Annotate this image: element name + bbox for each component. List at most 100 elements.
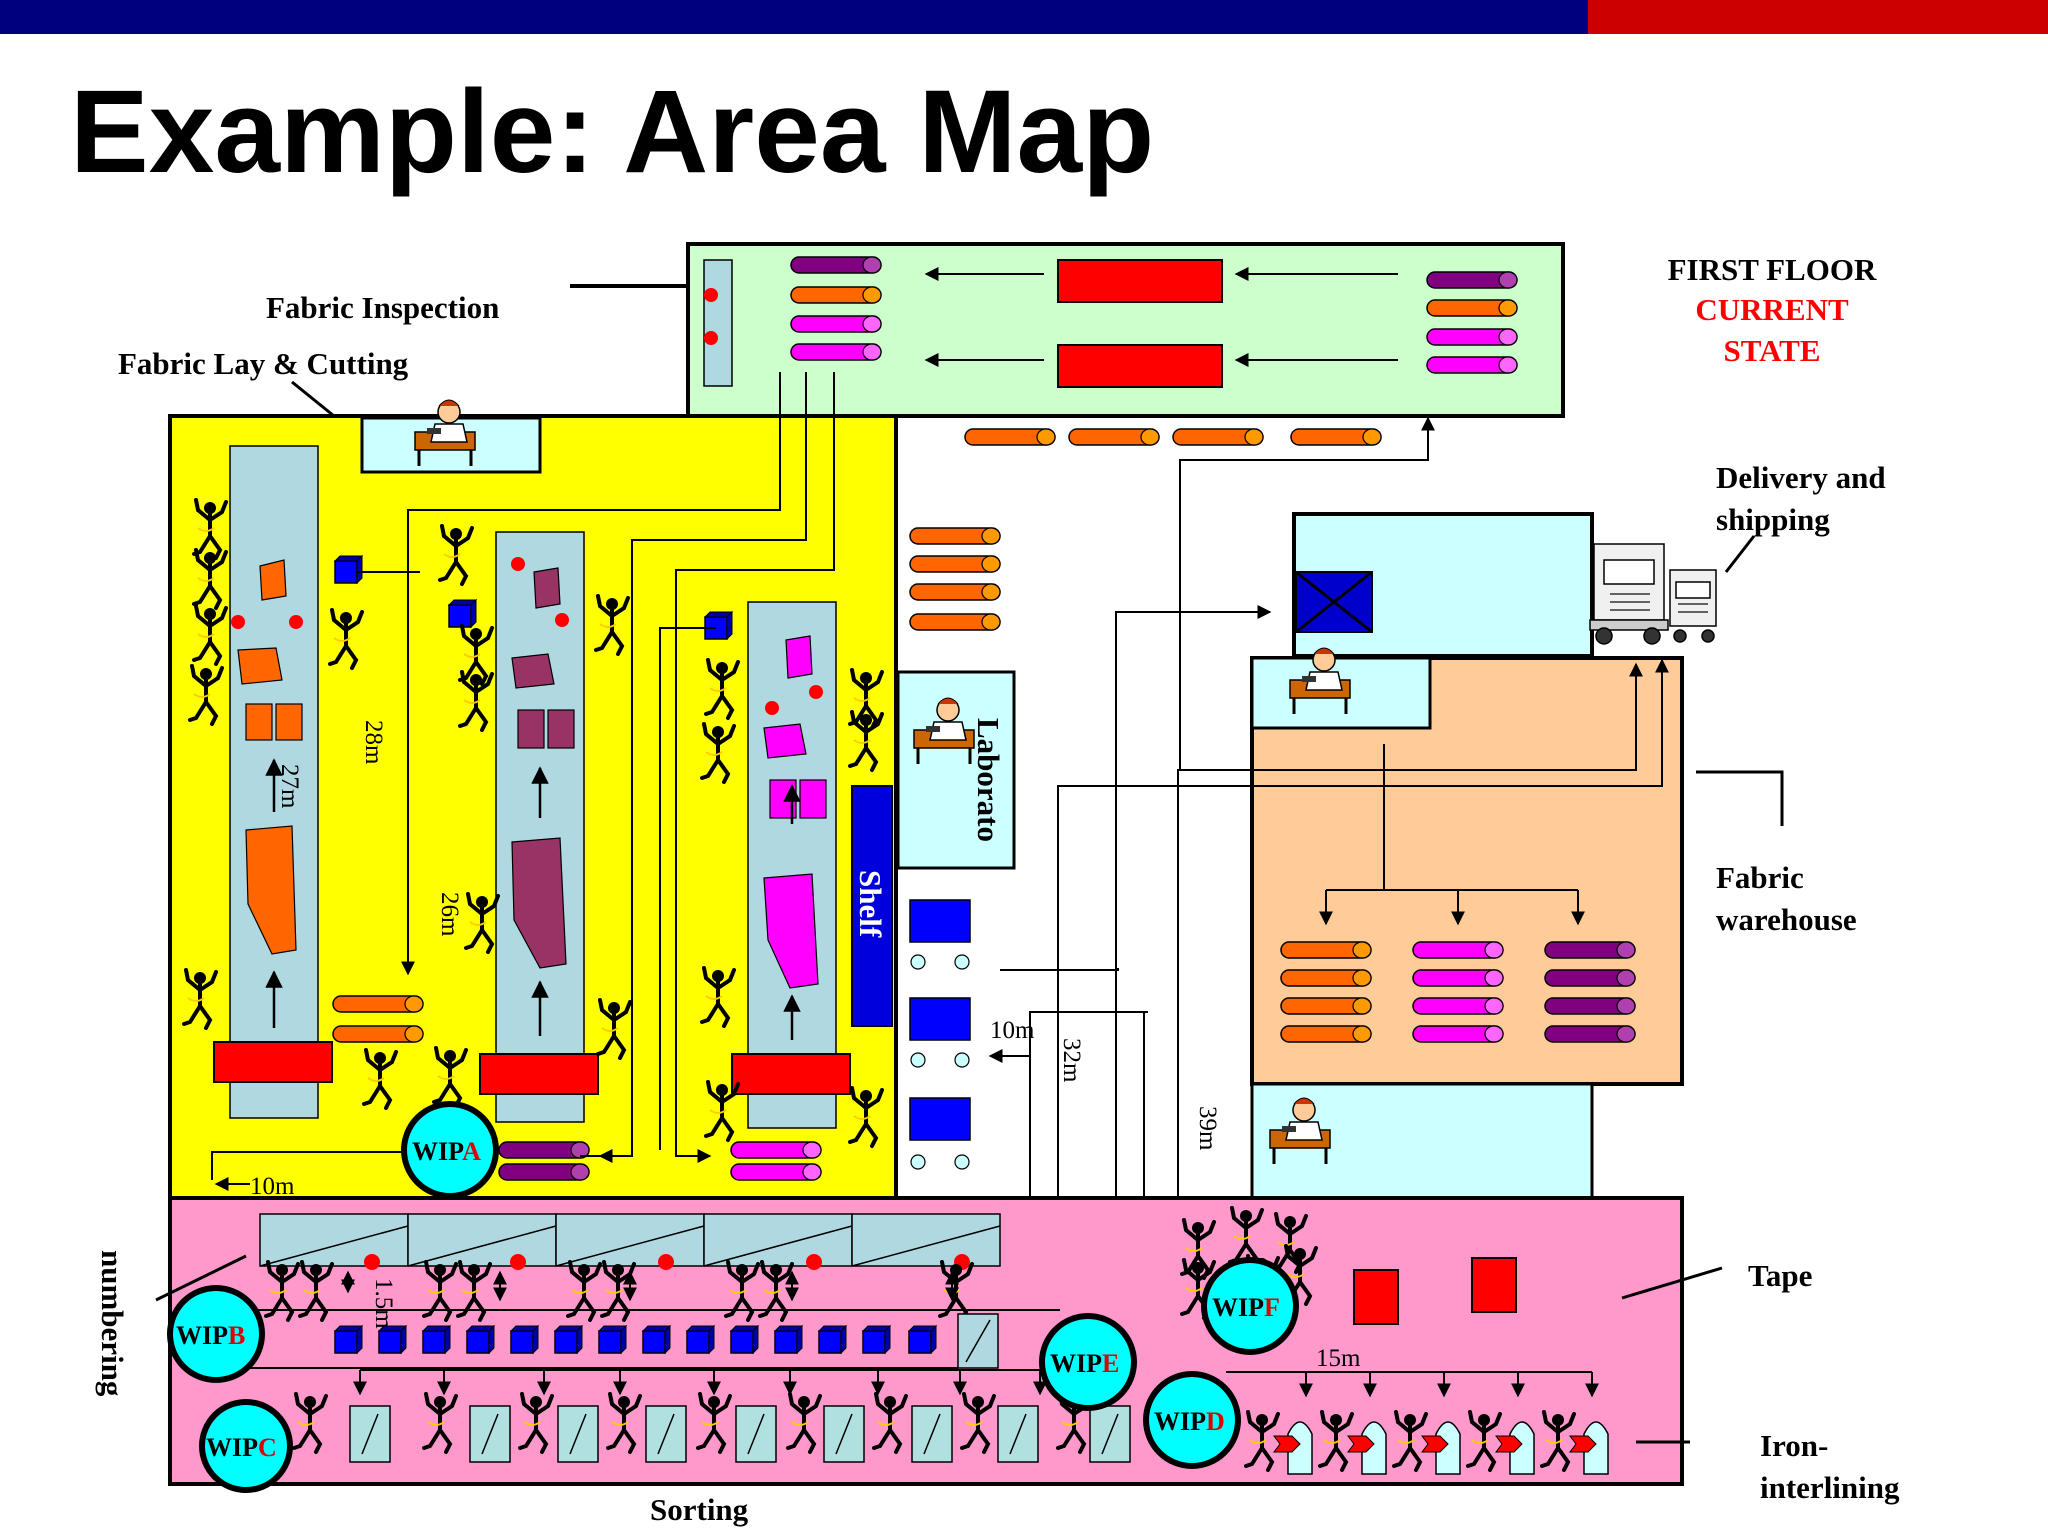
distance-28m: 28m — [360, 720, 387, 765]
wip-a-prefix: WIP — [412, 1137, 464, 1166]
label-fabric-lay-cutting: Fabric Lay & Cutting — [118, 346, 409, 381]
sorting-feed-arrows — [353, 1370, 1047, 1396]
distance-1-5m: 1.5m — [370, 1278, 397, 1329]
wip-f-prefix: WIP — [1212, 1293, 1264, 1322]
marker-dot — [511, 557, 525, 571]
cut-pieces-lane-1 — [237, 559, 303, 955]
sewing-station-mark — [965, 1319, 991, 1363]
svg-text:WIPE: WIPE — [1050, 1349, 1119, 1378]
leader-numbering — [155, 1254, 247, 1302]
leader-delivery — [1724, 535, 1756, 573]
wip-b: WIPB — [167, 1285, 265, 1383]
marker-dot — [765, 701, 779, 715]
bundle — [448, 599, 477, 628]
distance-32m: 32m — [1058, 1038, 1085, 1083]
marker-dot — [704, 288, 718, 302]
wip-d-prefix: WIP — [1154, 1407, 1206, 1436]
roll — [730, 1141, 822, 1159]
distance-15m: 15m — [1316, 1345, 1361, 1372]
inspection-table — [1057, 259, 1223, 303]
label-sorting: Sorting — [650, 1492, 749, 1527]
wip-a-letter: A — [462, 1137, 481, 1166]
wip-d: WIPD — [1143, 1371, 1241, 1469]
inspection-rack — [703, 259, 733, 387]
cutting-table-3 — [747, 601, 837, 1129]
label-fabric-1: Fabric — [1716, 860, 1804, 895]
inspection-table — [1057, 344, 1223, 388]
label-tape: Tape — [1748, 1258, 1812, 1293]
svg-text:WIPB: WIPB — [176, 1321, 245, 1350]
wip-c-letter: C — [258, 1433, 277, 1462]
label-laboratory: Laborato — [971, 718, 1006, 842]
lane-flow-arrows — [265, 758, 801, 1040]
shelf — [851, 785, 893, 1027]
slide-title: Example: Area Map — [70, 66, 1154, 198]
distance-10m-left: 10m — [250, 1173, 295, 1200]
svg-text:WIPA: WIPA — [412, 1137, 481, 1166]
bundle — [704, 611, 733, 640]
label-current: CURRENT — [1695, 292, 1849, 327]
label-shelf: Shelf — [853, 870, 888, 938]
shipping-crate — [1295, 570, 1373, 634]
header-bar-blue — [0, 0, 1588, 34]
label-delivery-2: shipping — [1716, 502, 1830, 537]
roll — [498, 1141, 590, 1159]
mid-rolls-top — [964, 428, 1382, 446]
wip-b-letter: B — [228, 1321, 245, 1350]
wip-b-prefix: WIP — [176, 1321, 228, 1350]
svg-text:WIPD: WIPD — [1154, 1407, 1225, 1436]
tape-machine — [1353, 1269, 1399, 1325]
label-iron-2: interlining — [1760, 1470, 1900, 1505]
distance-10m-lab: 10m — [990, 1017, 1035, 1044]
distance-26m: 26m — [436, 892, 463, 937]
header-bar-red — [1588, 0, 2048, 34]
delivery-truck-icon — [1589, 543, 1717, 645]
bundle — [334, 555, 363, 584]
marker-dot — [809, 685, 823, 699]
roll — [730, 1163, 822, 1181]
label-fabric-2: warehouse — [1716, 902, 1857, 937]
marker-dot — [704, 331, 718, 345]
wip-a: WIPA — [401, 1101, 499, 1199]
mid-machines — [909, 899, 971, 1170]
label-state: STATE — [1723, 333, 1820, 368]
marker-dot — [289, 615, 303, 629]
distance-39m: 39m — [1194, 1106, 1221, 1151]
svg-text:WIPF: WIPF — [1212, 1293, 1280, 1322]
roll — [498, 1163, 590, 1181]
cutting-table-red — [731, 1053, 851, 1095]
roll — [332, 1025, 424, 1043]
inspection-flow-arrows — [924, 267, 1398, 367]
cutting-table-red — [479, 1053, 599, 1095]
label-delivery-1: Delivery and — [1716, 460, 1886, 495]
iron-feed-arrows — [1299, 1372, 1599, 1398]
label-numbering: numbering — [95, 1250, 130, 1397]
sewing-tables — [259, 1213, 1001, 1267]
tape-machine — [1471, 1257, 1517, 1313]
label-first-floor: FIRST FLOOR — [1668, 252, 1877, 287]
leader-cutting — [291, 380, 335, 418]
wip-e-letter: E — [1102, 1349, 1119, 1378]
wip-f-letter: F — [1264, 1293, 1280, 1322]
warehouse-flow — [1319, 744, 1585, 926]
cutting-table-red — [213, 1041, 333, 1083]
distance-27m: 27m — [276, 764, 303, 809]
sewing-dots — [364, 1254, 970, 1270]
mid-rolls-column — [909, 527, 1001, 631]
sewing-updown-arrows — [341, 1270, 959, 1302]
wip-c: WIPC — [199, 1399, 293, 1493]
roll — [332, 995, 424, 1013]
leader-warehouse — [1696, 770, 1784, 826]
inspection-to-cutting-flow — [211, 372, 835, 1191]
wip-f: WIPF — [1201, 1257, 1299, 1355]
cut-pieces-lane-2 — [511, 567, 575, 969]
leader-tape — [1621, 1266, 1723, 1300]
wip-c-prefix: WIP — [206, 1433, 258, 1462]
wip-e-prefix: WIP — [1050, 1349, 1102, 1378]
svg-text:WIPC: WIPC — [206, 1433, 277, 1462]
marker-dot — [555, 613, 569, 627]
wip-e: WIPE — [1039, 1313, 1137, 1411]
label-fabric-inspection: Fabric Inspection — [266, 290, 499, 325]
